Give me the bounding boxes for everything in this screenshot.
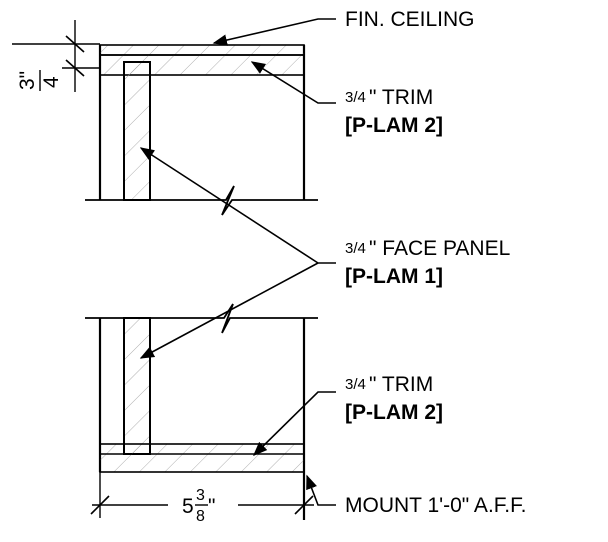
label-trim-top-fraction: 3/4 [345,89,366,106]
label-mount: MOUNT 1'-0" A.F.F. [345,494,526,517]
label-fin-ceiling: FIN. CEILING [345,8,475,31]
label-face-panel: 3/4 " FACE PANEL [P-LAM 1] [345,237,510,288]
vertical-dim-numerator: 3" [16,71,39,90]
label-face-panel-tag: [P-LAM 1] [345,265,443,288]
leaders [139,18,336,506]
horizontal-dim-denominator: 8 [196,508,205,525]
horizontal-dim-whole: 5 [182,495,194,518]
horizontal-dim-numerator: 3 [196,487,205,504]
vertical-dimension: 3" 4 [12,20,100,92]
break-line-upper [85,185,318,216]
label-face-panel-fraction: 3/4 [345,240,366,257]
label-face-panel-text: " FACE PANEL [369,237,510,260]
label-trim-top-text: " TRIM [369,86,433,109]
label-trim-bottom-tag: [P-LAM 2] [345,401,443,424]
face-panel-upper [123,61,151,201]
label-trim-bottom-fraction: 3/4 [345,376,366,393]
face-panel-lower [123,317,151,455]
horizontal-dimension: 5 3 8 " [90,472,314,525]
break-line-lower [85,303,318,334]
lower-assembly [85,303,318,520]
label-trim-top-tag: [P-LAM 2] [345,114,443,137]
label-trim-top: 3/4 " TRIM [P-LAM 2] [345,86,443,137]
fin-ceiling-band [99,44,305,56]
horizontal-dim-unit: " [208,495,215,518]
upper-assembly [85,44,318,216]
vertical-dim-denominator: 4 [40,76,63,88]
label-trim-bottom-text: " TRIM [369,373,433,396]
trim-bottom-band [99,443,305,473]
label-trim-bottom: 3/4 " TRIM [P-LAM 2] [345,373,443,424]
